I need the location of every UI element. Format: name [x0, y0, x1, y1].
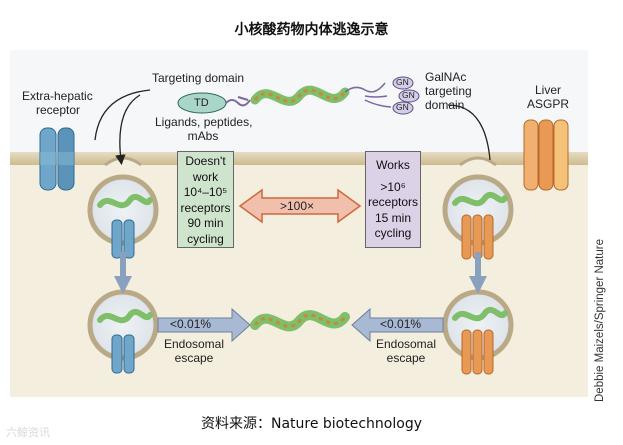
escape-arrow-left	[157, 307, 251, 343]
sirna-helix-endosome-right-bottom	[452, 306, 508, 322]
escape-percent-right: <0.01%	[380, 317, 422, 331]
invagination-right	[459, 156, 497, 167]
extra-hepatic-receptor-icon	[39, 127, 75, 191]
escape-arrow-right	[351, 307, 444, 343]
gn-cluster	[392, 76, 420, 115]
arrow-curve-left	[94, 89, 151, 141]
extracellular-space	[10, 50, 588, 155]
td-label: TD	[194, 97, 209, 109]
watermark: 六鲸资讯	[6, 426, 50, 439]
escape-percent-left: <0.01%	[170, 317, 212, 331]
sirna-helix-top	[237, 85, 350, 106]
sirna-helix-endosome-left-top	[97, 193, 153, 209]
cell-membrane	[10, 152, 588, 165]
gn-linkers	[344, 82, 392, 108]
right-endosome-receptors	[461, 214, 494, 375]
double-arrow-comparison	[238, 188, 362, 224]
ratio-label: >100×	[280, 199, 315, 213]
gn-label-2: GN	[402, 90, 415, 100]
sirna-helix-endosome-right-top	[452, 191, 508, 207]
arrow-curve-right	[447, 104, 491, 161]
endosome-left-top	[87, 174, 159, 246]
targeting-domain-label: Targeting domain	[152, 71, 245, 85]
figure-title: 小核酸药物内体逃逸示意	[234, 22, 389, 38]
sirna-helix-escaped	[250, 310, 350, 332]
endosome-left-bottom	[87, 289, 159, 361]
ligands-label: Ligands, peptides,mAbs	[155, 115, 253, 143]
sirna-helix-endosome-left-bottom	[97, 308, 153, 324]
image-credit: Debbie Maizels/Springer Nature	[594, 239, 606, 402]
td-linker	[225, 99, 251, 107]
gn-label-3: GN	[396, 102, 409, 112]
asgpr-receptor-icon	[523, 119, 569, 191]
left-endosome-receptors	[111, 219, 135, 374]
source-caption: 资料来源：Nature biotechnology	[200, 416, 422, 432]
gn-label-1: GN	[396, 77, 409, 87]
